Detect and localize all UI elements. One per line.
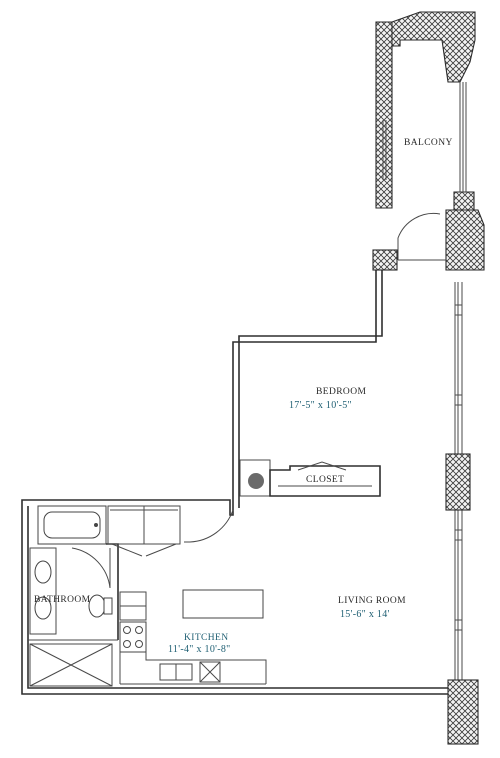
kitchen-island	[182, 589, 264, 619]
stove	[119, 621, 147, 653]
sink-lower	[34, 596, 52, 620]
balcony-label: BALCONY	[404, 138, 453, 148]
column-corner	[447, 679, 479, 745]
living-room-label: LIVING ROOM	[338, 596, 406, 606]
column-balcony-door	[372, 249, 398, 271]
toilet	[88, 594, 106, 618]
bedroom: BEDROOM 17'-5" x 10'-5"	[184, 387, 366, 543]
living-room: LIVING ROOM 15'-6" x 14'	[338, 596, 406, 620]
column-living-room	[445, 453, 471, 511]
outer-walls	[21, 268, 463, 695]
kitchen-label: KITCHEN	[184, 633, 229, 643]
balcony-door	[397, 212, 441, 260]
kitchen: KITCHEN 11'-4" x 10'-8"	[119, 589, 267, 685]
balcony: BALCONY	[375, 11, 485, 271]
bathroom: BATHROOM	[28, 505, 119, 687]
balcony-wall-bottom	[445, 209, 485, 271]
bathroom-label: BATHROOM	[34, 595, 91, 605]
bedroom-door	[189, 509, 234, 543]
balcony-wall-left	[375, 21, 401, 209]
bathtub-basin	[43, 511, 101, 539]
dishwasher	[199, 661, 221, 683]
living-room-dimensions: 15'-6" x 14'	[340, 609, 390, 620]
shower	[29, 643, 113, 687]
sink-upper	[34, 560, 52, 584]
column-round	[248, 473, 264, 489]
closet-label: CLOSET	[306, 475, 344, 485]
balcony-wall-top	[391, 11, 476, 83]
bedroom-dimensions: 17'-5" x 10'-5"	[289, 400, 352, 411]
balcony-railing-post	[453, 191, 475, 211]
closet: CLOSET	[269, 461, 381, 497]
kitchen-dimensions: 11'-4" x 10'-8"	[168, 644, 231, 655]
columns	[372, 249, 479, 745]
bedroom-label: BEDROOM	[316, 387, 366, 397]
bathroom-door	[71, 547, 111, 589]
wardrobe	[107, 505, 181, 557]
